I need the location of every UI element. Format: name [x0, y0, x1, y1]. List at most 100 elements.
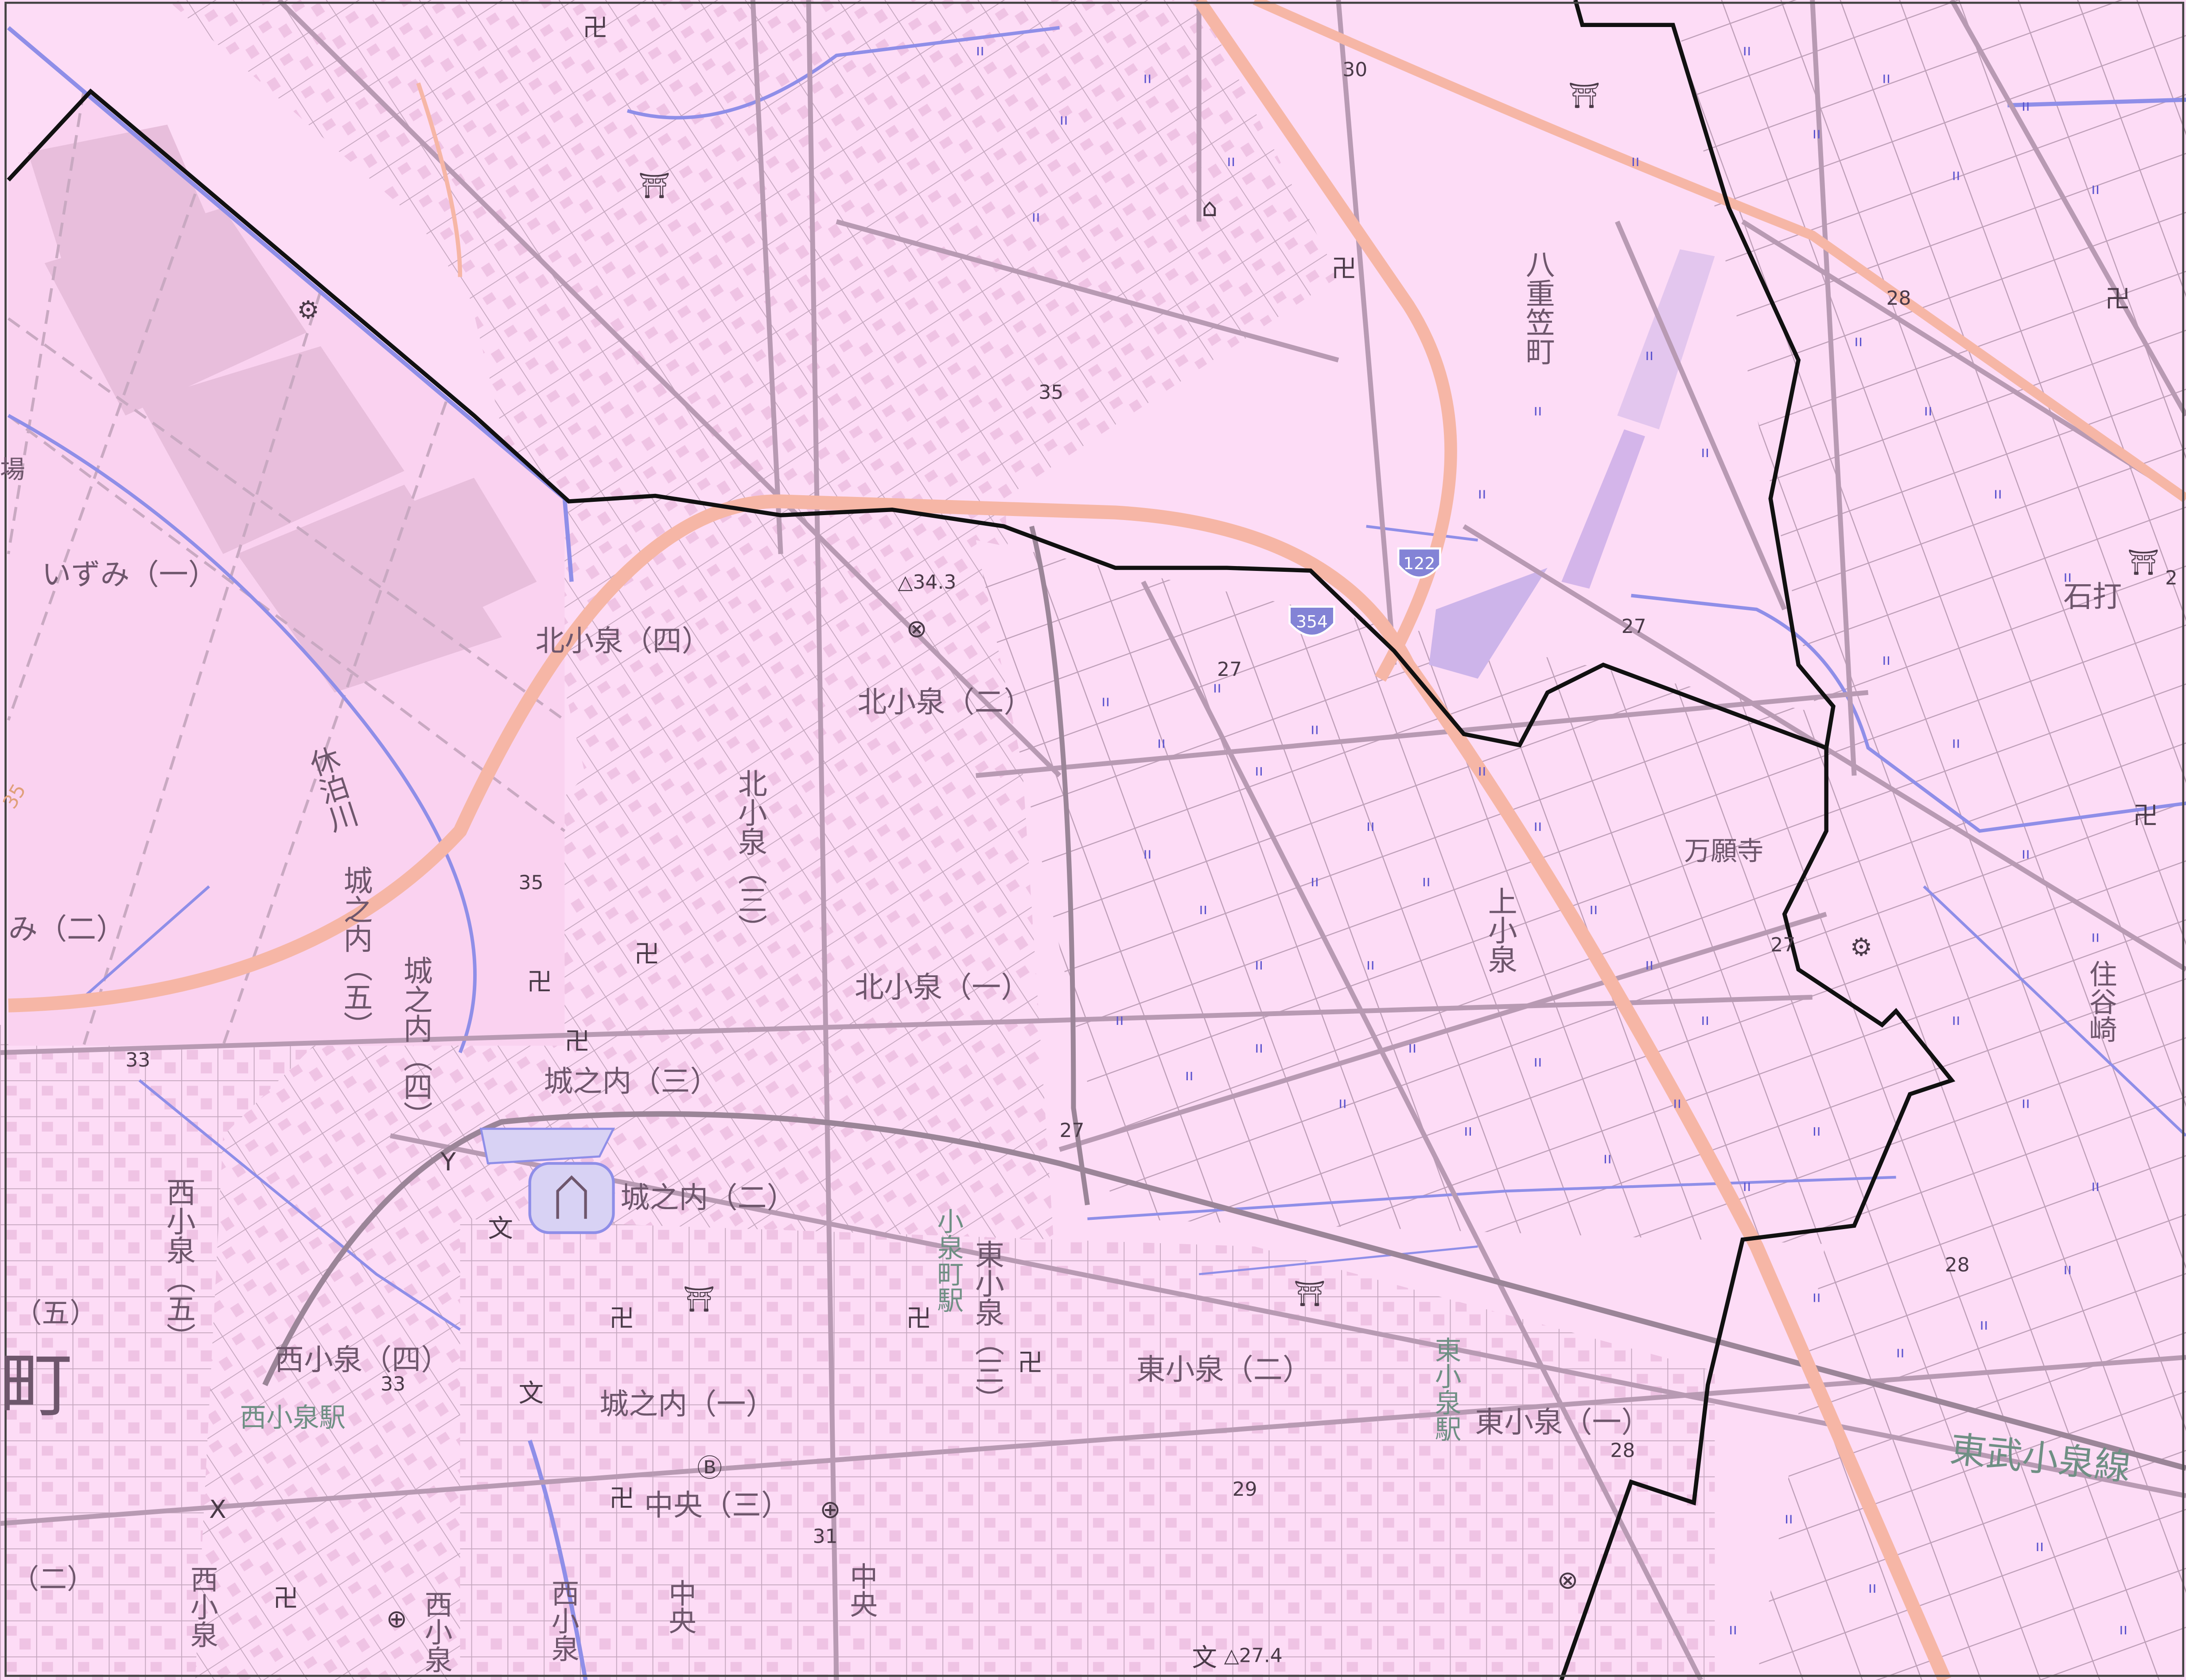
post-office-icon: ⊕ — [820, 1495, 840, 1524]
monument-icon: ⌂ — [1202, 194, 1217, 222]
svg-text:ıı: ıı — [1589, 900, 1598, 918]
tower-icon: Y — [440, 1148, 456, 1176]
svg-text:ıı: ıı — [1645, 956, 1653, 974]
svg-text:ıı: ıı — [1882, 651, 1890, 669]
svg-text:ıı: ıı — [1882, 70, 1890, 87]
stream — [138, 1079, 461, 1331]
town-blocks-south — [460, 1218, 1715, 1680]
elevation-label: 27 — [1059, 1119, 1084, 1142]
police-icon: ⊗ — [906, 615, 927, 644]
svg-text:ıı: ıı — [1952, 1011, 1960, 1029]
svg-text:ıı: ıı — [1366, 956, 1375, 974]
svg-text:ıı: ıı — [1813, 1122, 1821, 1140]
arterial-northeast — [1252, 0, 2186, 503]
school-icon: 文 — [1192, 1644, 1217, 1672]
svg-text:ıı: ıı — [1533, 402, 1542, 419]
temple-icon: 卍 — [564, 1027, 590, 1056]
castle-moat — [528, 1162, 615, 1234]
temple-icon: 卍 — [609, 1304, 634, 1333]
area-label: 北小泉（四） — [535, 624, 711, 658]
area-label: 八重笠町 — [1521, 249, 1555, 366]
svg-text:ıı: ıı — [2091, 180, 2100, 198]
svg-text:ıı: ıı — [1701, 1011, 1709, 1029]
area-label: いずみ（一） — [42, 558, 217, 592]
svg-text:ıı: ıı — [1924, 402, 1932, 419]
elevation-label: 28 — [1610, 1439, 1635, 1462]
factory-block — [44, 208, 307, 416]
area-label: 西小泉 — [547, 1579, 580, 1662]
svg-text:ıı: ıı — [1673, 1094, 1681, 1112]
svg-text:ıı: ıı — [1743, 1177, 1751, 1195]
svg-text:ıı: ıı — [1631, 152, 1640, 170]
svg-text:ıı: ıı — [1143, 845, 1151, 863]
area-label: 西小泉 — [186, 1565, 218, 1648]
area-label: 城之内（五） — [338, 865, 373, 1040]
svg-text:ıı: ıı — [2119, 1621, 2128, 1638]
svg-text:ıı: ıı — [2022, 845, 2030, 863]
svg-text:ıı: ıı — [1701, 443, 1709, 461]
temple-icon: 卍 — [2133, 802, 2158, 830]
svg-text:ıı: ıı — [1199, 900, 1207, 918]
pond — [1561, 429, 1645, 589]
svg-text:ıı: ıı — [1868, 1579, 1877, 1597]
svg-text:ıı: ıı — [1854, 333, 1863, 350]
municipal-boundary — [7, 88, 1956, 1680]
svg-text:ıı: ıı — [1115, 1011, 1124, 1029]
elevation-label: 27 — [1770, 934, 1795, 956]
area-label: 中央 — [845, 1562, 878, 1618]
police-icon: ⊗ — [1557, 1566, 1578, 1595]
shrine-icon: ⛩ — [638, 171, 670, 200]
elevation-label: 33 — [125, 1049, 150, 1071]
area-label: 万願寺 — [1684, 836, 1763, 867]
elevation-label: 27.4 — [1239, 1644, 1283, 1667]
freight-line — [1029, 525, 1090, 1206]
area-label: 西小泉（五） — [161, 1177, 195, 1352]
station-label[interactable]: 小泉町駅 — [933, 1208, 963, 1313]
temple-icon: 卍 — [1018, 1349, 1043, 1377]
svg-text:ıı: ıı — [1729, 1621, 1737, 1638]
school-icon: 文 — [488, 1214, 513, 1243]
temple-icon: 卍 — [1331, 255, 1357, 283]
area-label: 東小泉（一） — [1475, 1405, 1650, 1439]
elevation-label: 28 — [1945, 1254, 1970, 1276]
elevation-label: 28 — [1886, 287, 1911, 310]
svg-text:ıı: ıı — [1478, 762, 1486, 780]
svg-text:ıı: ıı — [1952, 167, 1960, 184]
svg-text:ıı: ıı — [1464, 1122, 1472, 1140]
svg-text:ıı: ıı — [1952, 734, 1960, 752]
route-shield-354: 354 — [1288, 605, 1335, 637]
svg-text:ıı: ıı — [1813, 1288, 1821, 1306]
route-122 — [1194, 0, 1457, 682]
temple-icon: 卍 — [273, 1584, 299, 1613]
elevation-label: 27 — [1622, 615, 1646, 638]
town-blocks-north — [167, 0, 1338, 499]
svg-text:ıı: ıı — [2035, 1537, 2044, 1555]
area-label: 西小泉 — [420, 1590, 452, 1673]
elevation-label: 31 — [813, 1525, 838, 1548]
elevation-label: 29 — [1233, 1478, 1257, 1501]
area-label: 場 — [0, 455, 25, 484]
post-office-icon: ⊕ — [386, 1605, 407, 1633]
temple-icon: 卍 — [2105, 285, 2130, 314]
svg-text:ıı: ıı — [1813, 125, 1821, 143]
station-label[interactable]: 西小泉駅 — [240, 1403, 346, 1433]
svg-text:ıı: ıı — [1311, 720, 1319, 738]
station-label[interactable]: 東小泉駅 — [1431, 1337, 1461, 1442]
route-shield-122: 122 — [1397, 547, 1441, 579]
area-label: （二） — [11, 1563, 95, 1595]
elevation-label: 34.3 — [913, 571, 956, 594]
svg-text:ıı: ıı — [1533, 1053, 1542, 1071]
field-mark-icon: ıı ıı ıı ıı ıı ıı ıı ıı ıı ıı ıı ıı ıı ıı ıı ıı ıı ıı… — [976, 42, 2128, 1638]
svg-text:ıı: ıı — [976, 42, 984, 59]
svg-text:ıı: ıı — [1255, 1039, 1263, 1057]
elevation-label: 35 — [519, 872, 544, 894]
factory-icon: ⚙ — [297, 296, 319, 325]
municipal-boundary-east — [1573, 0, 1836, 749]
svg-text:ıı: ıı — [1422, 873, 1431, 890]
kyuhaku-river — [7, 414, 477, 1053]
svg-text:ıı: ıı — [1743, 42, 1751, 59]
elevation-label: 35 — [1039, 381, 1063, 404]
area-label: （五） — [14, 1297, 97, 1329]
